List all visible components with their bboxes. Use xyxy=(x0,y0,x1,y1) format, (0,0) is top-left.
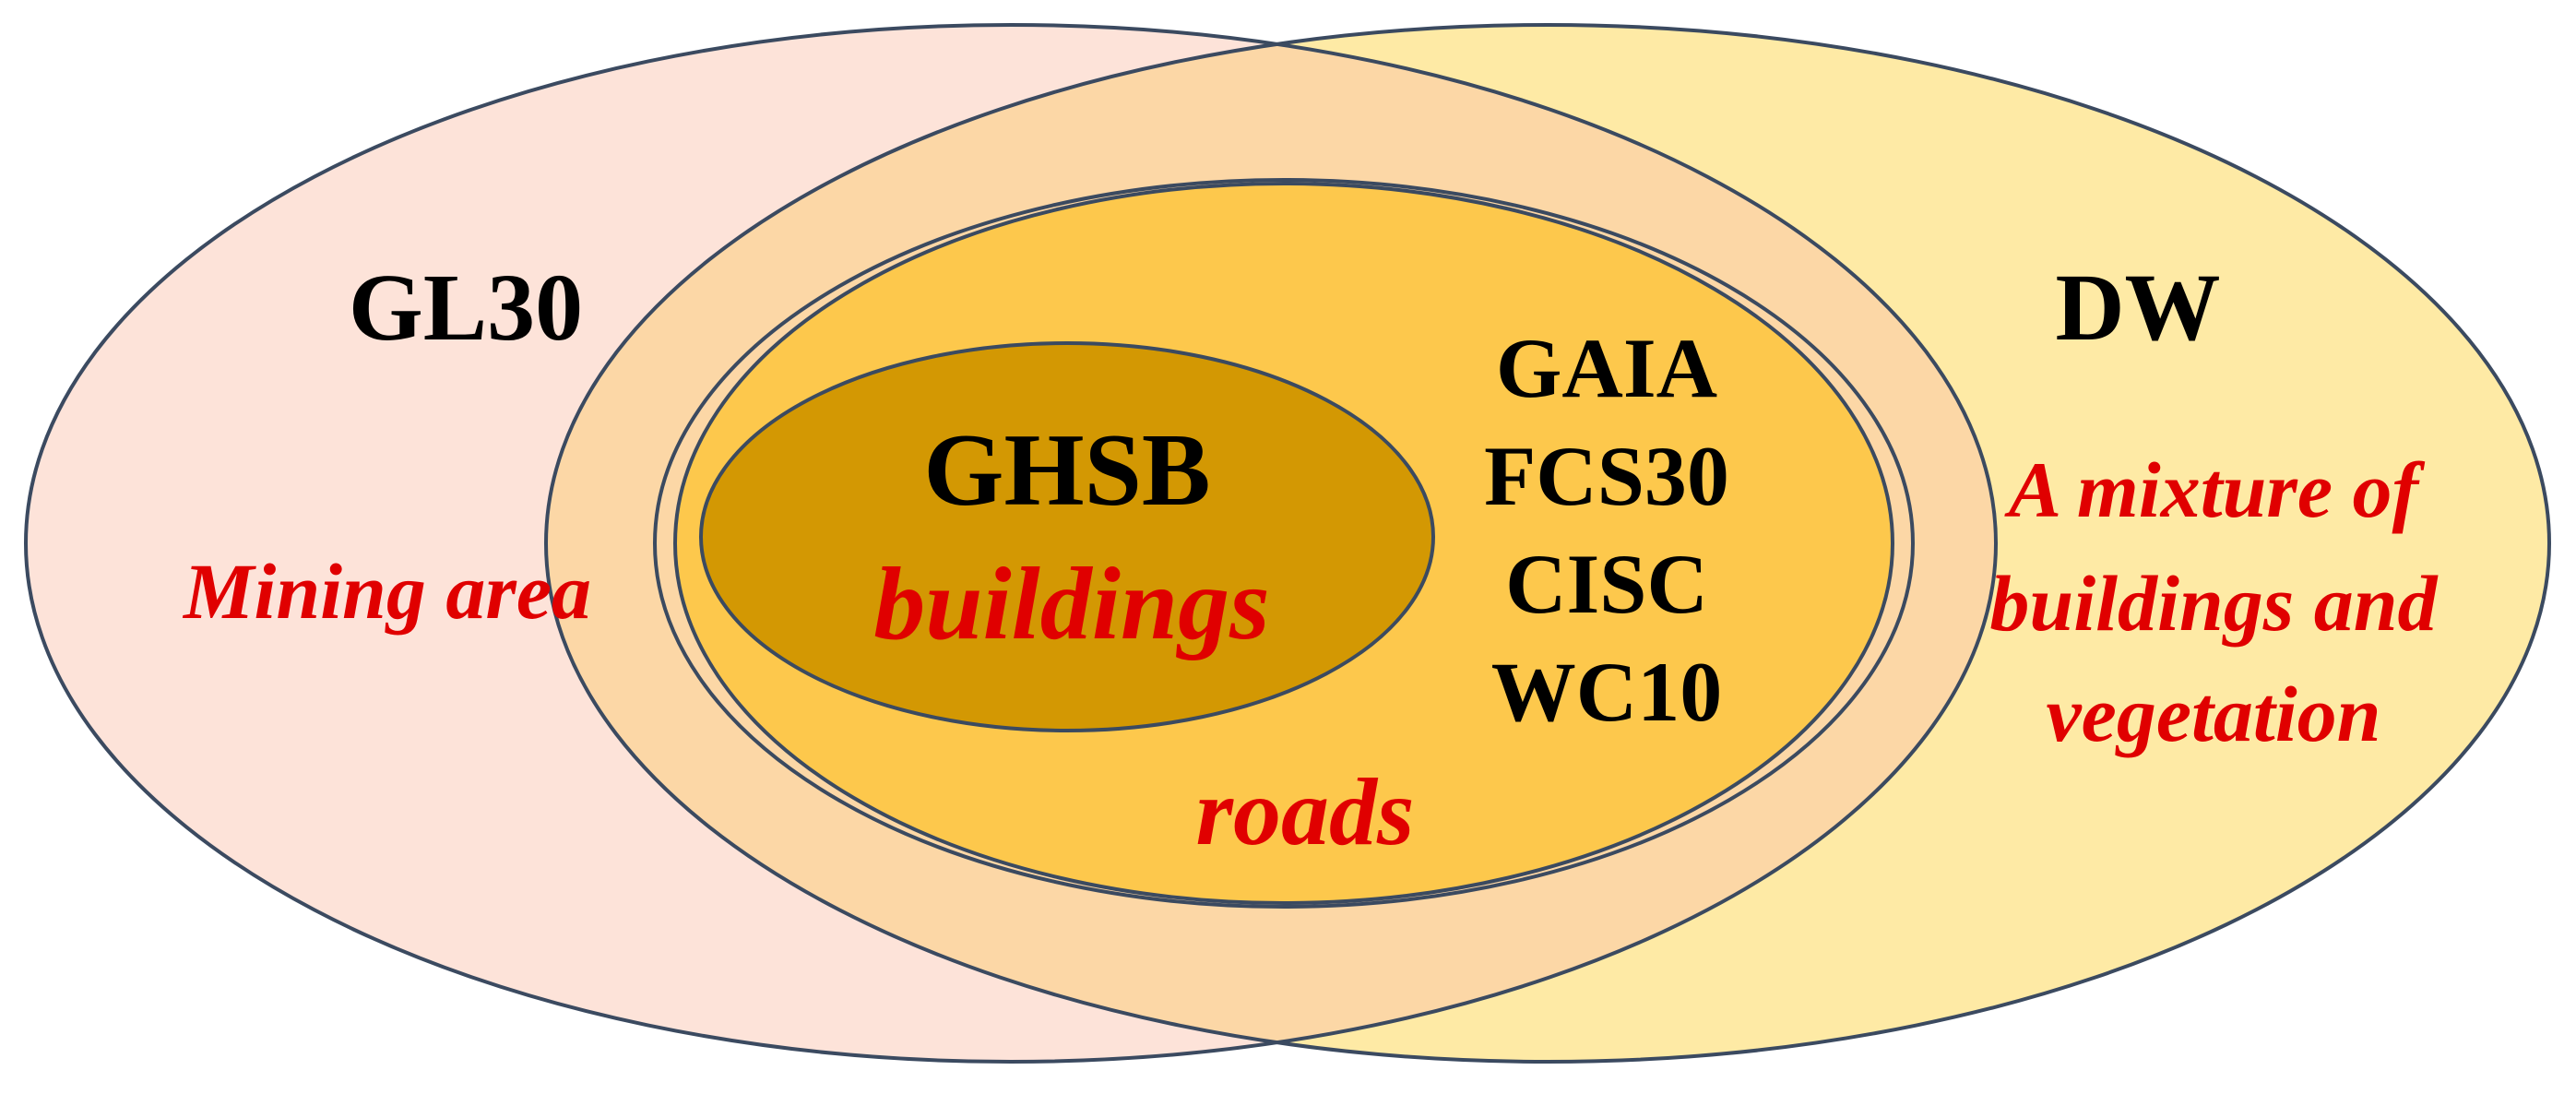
middle-note: roads xyxy=(1196,759,1415,865)
dw-note-line: A mixture of xyxy=(2004,446,2426,534)
middle-ellipse-ring xyxy=(653,178,1915,909)
gl30-title: GL30 xyxy=(349,255,583,361)
middle-product-label: CISC xyxy=(1505,537,1708,631)
ghsb-note: buildings xyxy=(873,547,1270,661)
dw-note-line: buildings and xyxy=(1989,559,2439,648)
dw-note-line: vegetation xyxy=(2046,670,2380,758)
gl30-note: Mining area xyxy=(182,547,591,636)
dw-outline xyxy=(544,23,2551,1064)
gl30-outline xyxy=(24,23,1998,1064)
middle-product-label: WC10 xyxy=(1491,645,1722,739)
middle-product-label: GAIA xyxy=(1496,321,1717,415)
dw-title: DW xyxy=(2055,255,2220,361)
middle-product-label: FCS30 xyxy=(1484,429,1729,523)
ghsb-title: GHSB xyxy=(923,413,1210,528)
ghsb-ellipse xyxy=(699,341,1435,732)
